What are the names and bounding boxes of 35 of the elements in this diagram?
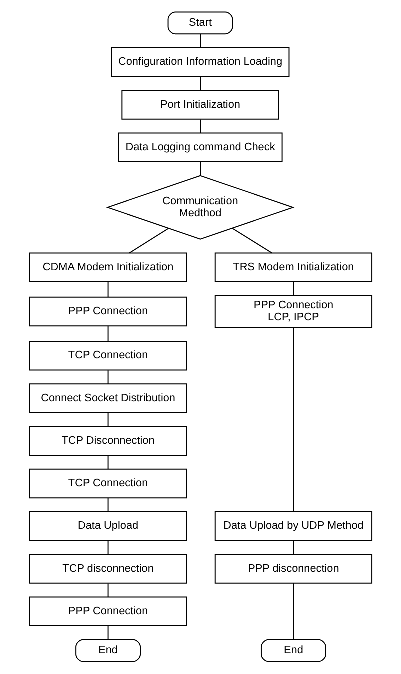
- node-box: Configuration Information Loading: [110, 47, 290, 78]
- node-box: TCP Connection: [28, 340, 187, 371]
- node-diamond: Communication Medthod: [106, 175, 294, 240]
- connector: [107, 455, 108, 470]
- connector: [292, 540, 294, 556]
- connector: [107, 326, 108, 342]
- node-box: End: [260, 639, 326, 662]
- connector: [292, 327, 294, 512]
- node-box: TCP Disconnection: [28, 426, 187, 456]
- connector: [292, 583, 294, 640]
- connector: [292, 282, 294, 296]
- node-box: Data Upload by UDP Method: [214, 512, 372, 542]
- node-box: PPP Connection: [28, 296, 187, 327]
- connector: [107, 412, 108, 428]
- node-box: Connect Socket Distribution: [28, 384, 187, 414]
- node-box: Port Initialization: [121, 90, 279, 120]
- connector: [107, 540, 108, 556]
- connector: [232, 228, 272, 254]
- connector: [107, 626, 108, 640]
- connector: [107, 583, 108, 598]
- node-box: Start: [167, 12, 233, 35]
- node-box: PPP Connection: [28, 596, 187, 627]
- connector: [107, 370, 108, 384]
- node-box: TRS Modem Initialization: [214, 252, 372, 282]
- node-box: Data Logging command Check: [118, 132, 282, 162]
- node-box: Data Upload: [28, 512, 187, 542]
- node-box: End: [75, 639, 141, 662]
- connector: [128, 228, 169, 254]
- connector: [107, 282, 108, 298]
- node-box: TCP Connection: [28, 468, 187, 499]
- node-box: PPP Connection LCP, IPCP: [214, 295, 372, 328]
- node-box: PPP disconnection: [214, 554, 372, 584]
- node-box: TCP disconnection: [28, 554, 187, 584]
- node-box: CDMA Modem Initialization: [28, 252, 187, 282]
- connector: [107, 498, 108, 512]
